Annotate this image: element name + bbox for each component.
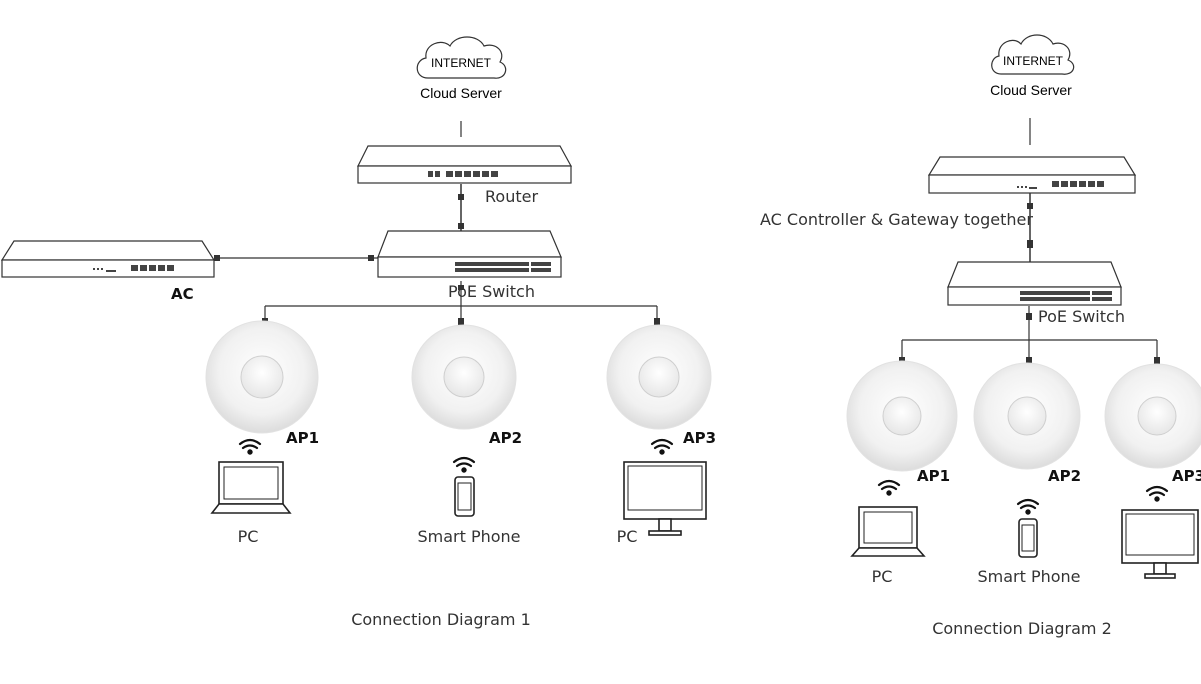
poe-switch-icon — [947, 261, 1122, 306]
connection-diagram-1: INTERNET Cloud Server Router — [0, 36, 716, 629]
monitor-icon — [1121, 509, 1199, 579]
smartphone-icon — [454, 476, 475, 517]
laptop-icon — [850, 506, 926, 557]
gateway-label: AC Controller & Gateway together — [760, 210, 1033, 229]
ap3-label: AP3 — [683, 429, 716, 447]
cloud-caption: Cloud Server — [420, 85, 502, 101]
client-label: Smart Phone — [977, 567, 1080, 586]
cloud-caption: Cloud Server — [990, 82, 1072, 98]
wifi-icon — [452, 456, 476, 473]
client-label: PC — [872, 567, 893, 586]
laptop-icon — [210, 461, 292, 514]
access-point-icon — [1104, 363, 1201, 469]
wifi-icon — [877, 479, 901, 496]
access-point-icon — [846, 360, 958, 472]
cloud-text: INTERNET — [431, 56, 492, 70]
client-label: Smart Phone — [417, 527, 520, 546]
poe-switch-icon — [377, 230, 562, 278]
wifi-icon — [1016, 498, 1040, 515]
access-point-icon — [411, 324, 517, 430]
ap1-label: AP1 — [917, 467, 950, 485]
client-label: PC — [238, 527, 259, 546]
smartphone-icon — [1018, 518, 1038, 558]
ac-controller-icon — [0, 240, 216, 278]
ac-label: AC — [171, 285, 194, 303]
diagram-caption: Connection Diagram 1 — [351, 610, 531, 629]
wifi-icon — [1145, 485, 1169, 502]
ap1-label: AP1 — [286, 429, 319, 447]
ap3-label: AP3 — [1172, 467, 1201, 485]
diagram-caption: Connection Diagram 2 — [932, 619, 1112, 638]
router-label: Router — [485, 187, 538, 206]
access-point-icon — [205, 320, 319, 434]
ap2-label: AP2 — [489, 429, 522, 447]
poe-switch-label: PoE Switch — [448, 282, 535, 301]
access-point-icon — [973, 362, 1081, 470]
wifi-icon — [650, 438, 674, 455]
wifi-icon — [238, 438, 262, 455]
internet-cloud-icon — [991, 34, 1075, 75]
access-point-icon — [606, 324, 712, 430]
connection-diagram-2: INTERNET Cloud Server AC Controller & Ga… — [760, 34, 1201, 638]
gateway-icon — [927, 156, 1137, 194]
ap2-label: AP2 — [1048, 467, 1081, 485]
poe-switch-label: PoE Switch — [1038, 307, 1125, 326]
cloud-text: INTERNET — [1003, 54, 1064, 68]
client-label: PC — [617, 527, 638, 546]
internet-cloud-icon — [416, 36, 507, 79]
router-icon — [357, 145, 573, 184]
monitor-icon — [623, 461, 707, 536]
